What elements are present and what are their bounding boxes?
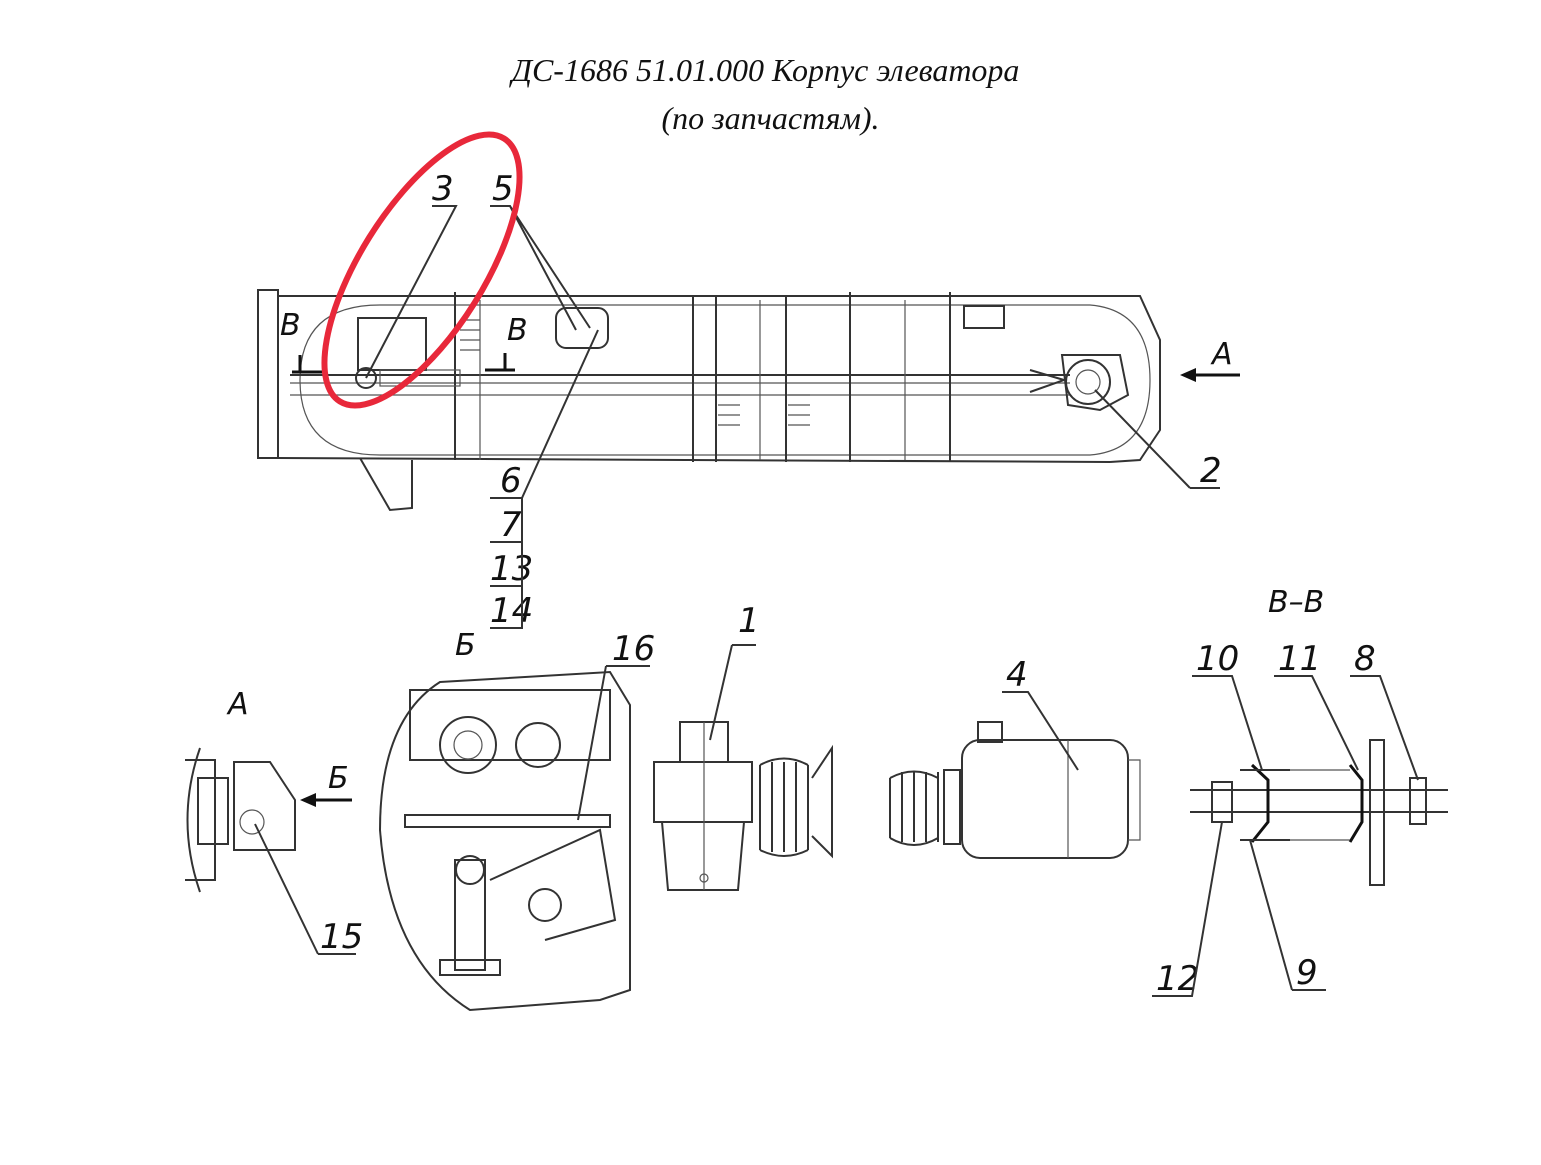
callout-14: 14 — [490, 591, 533, 631]
view-b-label: Б — [455, 628, 476, 663]
drawing-title: ДС-1686 51.01.000 Корпус элеватора — [511, 52, 1020, 88]
drawing-subtitle: (по запчастям). — [661, 100, 880, 136]
callout-10: 10 — [1196, 639, 1239, 679]
view-b-arrow-label: Б — [328, 761, 349, 796]
callout-7: 7 — [500, 505, 522, 545]
section-bb: В–В 10 11 8 12 9 — [1152, 585, 1448, 999]
callout-11: 11 — [1278, 639, 1321, 679]
view-b-gearbox: Б 16 — [378, 628, 655, 1012]
callout-3: 3 — [432, 169, 454, 209]
callout-1: 1 — [738, 601, 760, 641]
callout-8: 8 — [1354, 639, 1376, 679]
section-mark-left: В — [280, 308, 301, 343]
part-1-drive: 1 — [653, 601, 833, 891]
section-bb-label: В–В — [1268, 585, 1324, 620]
callout-16: 16 — [612, 629, 655, 669]
callout-5: 5 — [492, 169, 514, 209]
top-callouts: 3 5 6 7 13 14 2 — [365, 169, 1222, 631]
callout-13: 13 — [490, 549, 533, 589]
callout-2: 2 — [1200, 451, 1222, 491]
section-mark-right: В — [507, 313, 528, 348]
highlight-ellipse — [321, 131, 523, 409]
callout-6: 6 — [500, 461, 522, 501]
part-4-motor: 4 — [889, 655, 1141, 859]
view-a: А Б 15 — [185, 687, 363, 957]
view-a-label: А — [226, 687, 249, 722]
callout-9: 9 — [1296, 953, 1318, 993]
view-a-arrow-label: А — [1210, 337, 1233, 372]
callout-4: 4 — [1006, 655, 1028, 695]
elevator-housing: В В А — [257, 289, 1240, 512]
callout-15: 15 — [320, 917, 363, 957]
